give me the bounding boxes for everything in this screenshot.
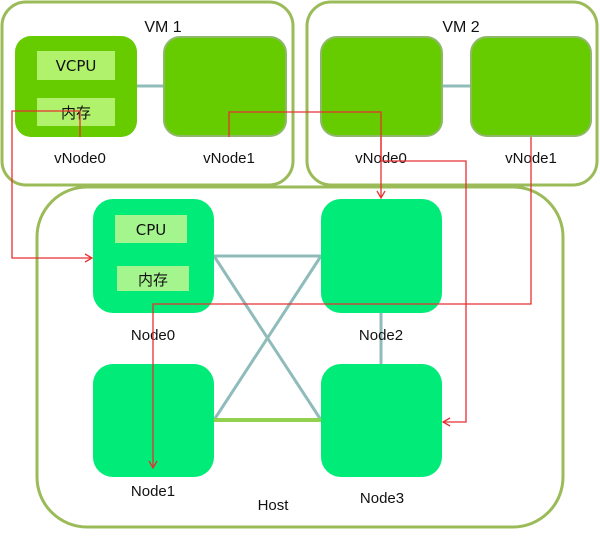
vm-1-vnode0-label: vNode0 xyxy=(54,150,106,167)
host-node3: Node3 xyxy=(321,364,442,507)
node2-box xyxy=(321,199,442,313)
host-node2: Node2 xyxy=(321,199,442,344)
mapping-arrows xyxy=(11,110,532,470)
vm-1-vnode0: VCPU 内存 vNode0 xyxy=(15,36,137,167)
node0-cpu-label: CPU xyxy=(136,221,167,239)
vm-1: VM 1 VCPU 内存 vNode0 vNode1 xyxy=(0,0,295,187)
vm-1-vnode1-label: vNode1 xyxy=(203,150,255,167)
node0-memory-box xyxy=(117,266,189,291)
vm-1-memory-box xyxy=(37,98,115,126)
node0-memory-label: 内存 xyxy=(138,271,168,289)
node1-label: Node1 xyxy=(131,483,175,500)
mapping-vm2-vnode1-to-node1 xyxy=(148,137,532,470)
vm-1-memory-label: 内存 xyxy=(61,104,91,122)
node2-label: Node2 xyxy=(359,327,403,344)
vm-2-title: VM 2 xyxy=(442,19,479,36)
vm-1-vcpu-box xyxy=(37,51,115,80)
vm-1-vcpu-label: VCPU xyxy=(56,57,97,75)
vm-1-title: VM 1 xyxy=(144,19,181,36)
vm-2-vnode1-box xyxy=(470,36,592,137)
mapping-vm1-vnode0-to-node0 xyxy=(11,110,94,263)
node3-box xyxy=(321,364,442,477)
vm-2: VM 2 vNode0 vNode1 xyxy=(305,0,599,187)
vm-1-vnode1: vNode1 xyxy=(163,36,287,167)
link-node2-node1 xyxy=(212,255,323,421)
host-node0: CPU 内存 Node0 xyxy=(93,199,214,344)
node3-label: Node3 xyxy=(360,490,404,507)
host: Host CPU 内存 Node0 Node2 Node1 Node3 xyxy=(35,185,565,529)
mapping-vm2-vnode0-to-node3 xyxy=(380,137,467,427)
host-label: Host xyxy=(258,497,290,514)
vm-1-vnode1-box xyxy=(163,36,287,137)
node0-cpu-box xyxy=(115,215,187,243)
